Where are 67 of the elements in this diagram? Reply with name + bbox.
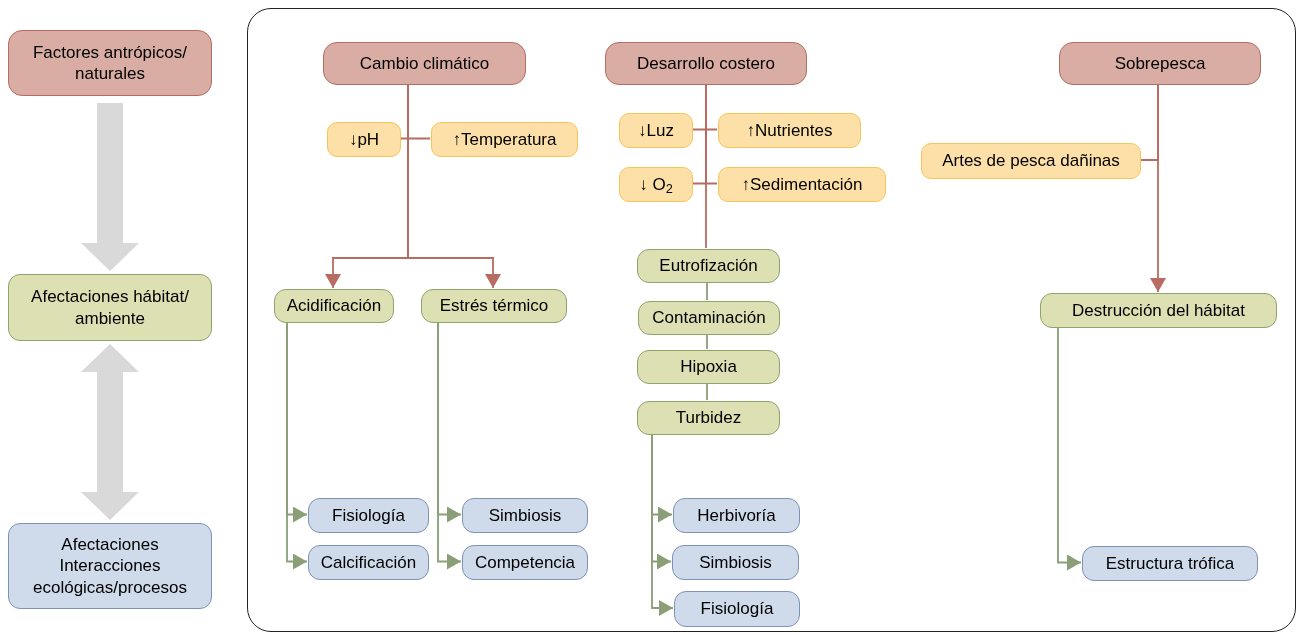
habitat-effect-box bbox=[274, 289, 394, 323]
process-box bbox=[672, 545, 799, 580]
process-box bbox=[673, 498, 800, 533]
habitat-effect-box bbox=[637, 401, 780, 435]
driver-box bbox=[8, 30, 212, 96]
habitat-effect-box bbox=[421, 289, 567, 323]
connector-line bbox=[706, 281, 708, 301]
block-arrow bbox=[81, 344, 139, 520]
node-label: ↑Temperatura bbox=[452, 128, 557, 151]
node-label: Factores antrópicos/ naturales bbox=[32, 41, 188, 85]
node-label: Fisiología bbox=[332, 504, 405, 527]
node-label: Destrucción del hábitat bbox=[1072, 299, 1245, 322]
factor-box bbox=[718, 167, 886, 202]
factor-box bbox=[718, 113, 861, 148]
factor-box bbox=[327, 122, 401, 157]
arrow bbox=[437, 321, 462, 570]
node-label: Herbivoría bbox=[697, 504, 776, 527]
node-label: Afectaciones Interacciones ecológicas/procesos bbox=[32, 534, 188, 598]
node-label: Fisiología bbox=[700, 598, 774, 620]
factor-box bbox=[619, 167, 693, 202]
node-label: Contaminación bbox=[652, 307, 766, 329]
habitat-effect-box bbox=[638, 301, 780, 335]
node-label: ↓pH bbox=[348, 128, 380, 151]
node-label: Afectaciones hábitat/ ambiente bbox=[30, 286, 190, 329]
driver-box bbox=[605, 42, 807, 85]
process-box bbox=[308, 498, 429, 533]
node-label: Competencia bbox=[474, 551, 576, 574]
node-label: ↑Sedimentación bbox=[741, 173, 863, 196]
factor-box bbox=[431, 122, 578, 157]
node-label: Estrés térmico bbox=[439, 295, 549, 317]
habitat-effect-box bbox=[637, 350, 780, 384]
node-label: ↓Luz bbox=[638, 119, 674, 142]
block-arrow bbox=[81, 103, 139, 271]
node-label: Cambio climático bbox=[359, 52, 490, 75]
factor-box bbox=[921, 143, 1141, 179]
node-label: ↑Nutrientes bbox=[746, 119, 833, 142]
factor-box bbox=[619, 113, 693, 148]
node-label: Eutrofización bbox=[659, 255, 758, 277]
node-label: Sobrepesca bbox=[1114, 52, 1206, 75]
group-frame bbox=[247, 8, 1296, 632]
node-label: Estructura trófica bbox=[1105, 552, 1235, 575]
node-label: Simbiosis bbox=[488, 504, 562, 527]
driver-box bbox=[323, 42, 526, 85]
connector-line bbox=[706, 382, 708, 401]
habitat-effect-box bbox=[1040, 293, 1277, 328]
arrow bbox=[1150, 83, 1166, 293]
connector-line bbox=[706, 333, 708, 350]
process-box bbox=[308, 545, 429, 580]
habitat-effect-box bbox=[8, 274, 212, 341]
habitat-effect-box bbox=[637, 249, 780, 283]
node-label: Hipoxia bbox=[680, 356, 737, 378]
node-label: Acidificación bbox=[286, 295, 382, 317]
node-label: Calcificación bbox=[320, 551, 417, 574]
driver-box bbox=[1059, 42, 1261, 85]
process-box bbox=[462, 498, 588, 533]
arrow bbox=[407, 83, 501, 289]
node-label: Artes de pesca dañinas bbox=[942, 150, 1120, 172]
node-label: ↓ O$_{2}$ bbox=[639, 173, 673, 196]
process-box bbox=[1082, 546, 1258, 581]
node-label: Turbidez bbox=[675, 407, 742, 429]
process-box bbox=[674, 591, 800, 627]
node-label: Desarrollo costero bbox=[637, 52, 775, 75]
arrow bbox=[286, 321, 308, 570]
process-box bbox=[8, 523, 212, 609]
process-box bbox=[462, 545, 588, 580]
node-label: Simbiosis bbox=[699, 551, 772, 574]
arrow bbox=[1057, 326, 1082, 571]
